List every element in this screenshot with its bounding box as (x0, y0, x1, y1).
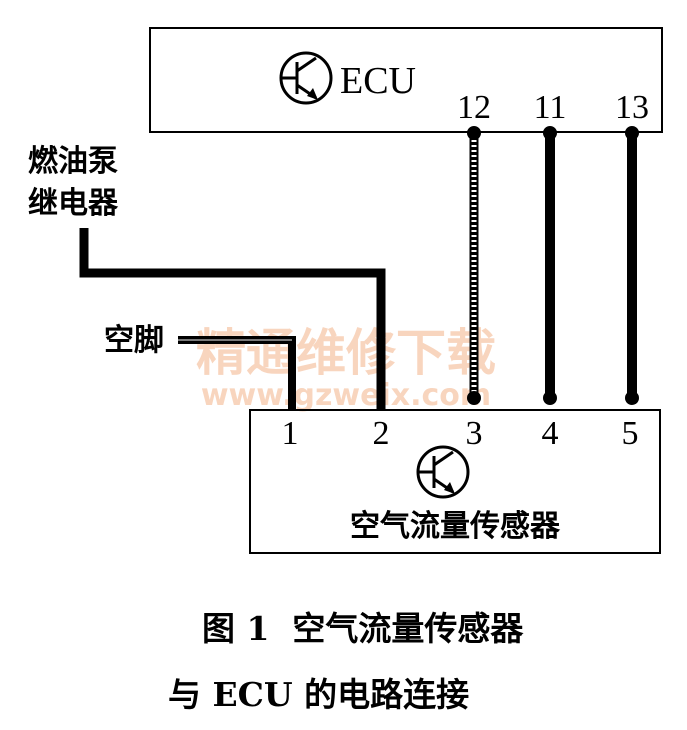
ecu-pin-12-node (467, 126, 481, 140)
caption-line1: 图 1 空气流量传感器 (202, 609, 524, 648)
sensor-pin-3-label: 3 (466, 415, 483, 452)
fuel-pump-relay-label-line1: 燃油泵 (28, 144, 118, 179)
ecu-pin-11-node (543, 126, 557, 140)
sensor-transistor-icon (416, 445, 470, 499)
ecu-label: ECU (340, 60, 416, 102)
sensor-name-label: 空气流量传感器 (350, 509, 561, 544)
caption-line2: 与 ECU 的电路连接 (168, 675, 469, 714)
ecu-pin-11-label: 11 (534, 89, 567, 126)
empty-pin-label: 空脚 (104, 323, 164, 358)
watermark-url: www.gzweix.com (201, 378, 491, 413)
ecu-transistor-icon (279, 51, 333, 105)
sensor-pin-4-label: 4 (542, 415, 559, 452)
watermark-text: 精通维修下载 (196, 324, 496, 382)
sensor-pin-4-node (543, 391, 557, 405)
ecu-box (149, 27, 663, 133)
sensor-pin-5-node (625, 391, 639, 405)
sensor-box (249, 409, 661, 554)
sensor-pin-1-label: 1 (282, 415, 299, 452)
fuel-pump-relay-label-line2: 继电器 (28, 186, 119, 221)
ecu-pin-13-node (625, 126, 639, 140)
ecu-pin-13-label: 13 (615, 89, 649, 126)
sensor-pin-2-label: 2 (373, 415, 390, 452)
wire-relay-to-pin2 (79, 228, 386, 410)
sensor-pin-3-node (467, 391, 481, 405)
sensor-pin-5-label: 5 (622, 415, 639, 452)
ecu-pin-12-label: 12 (457, 89, 491, 126)
